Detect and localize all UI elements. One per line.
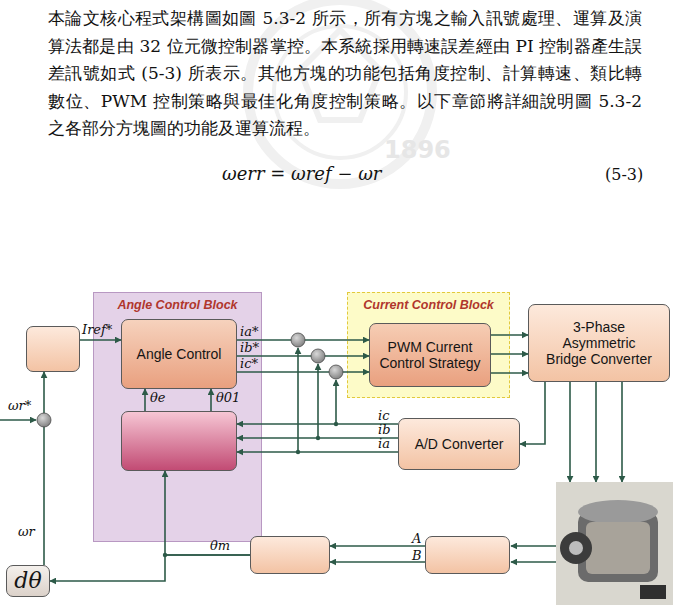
motor-end: [578, 500, 658, 524]
feedback-wire: [335, 380, 337, 424]
signal-arrow: [237, 423, 398, 425]
derivative-box: dθ: [6, 565, 50, 597]
signal-name: ib*: [240, 340, 259, 355]
encoder-wire: [511, 545, 558, 547]
signal-name: A: [412, 531, 421, 546]
process-box: Angle Control: [121, 319, 237, 389]
motor-pulley: [560, 532, 592, 564]
equation-number: (5-3): [605, 165, 643, 184]
phase-wire: [621, 382, 623, 482]
signal-name: ic: [378, 408, 389, 423]
node-text: Angle Control Block: [94, 298, 261, 312]
signal-name: ωr: [18, 524, 35, 539]
reference-wire: [0, 419, 36, 421]
phase-wire: [569, 382, 571, 482]
signal-name: θe: [150, 390, 166, 405]
signal-name: B: [412, 548, 422, 563]
feedback-wire: [297, 348, 299, 452]
signal-name: ωr*: [8, 398, 31, 413]
signal-arrow: [237, 437, 398, 439]
watermark-text: 1896: [384, 136, 451, 164]
process-box: PWM Current Control Strategy: [369, 323, 491, 387]
summing-junction: [311, 349, 325, 363]
signal-arrow: [237, 371, 369, 373]
summing-junction: [329, 365, 343, 379]
signal-arrow: [43, 372, 45, 565]
summing-junction: [291, 333, 305, 347]
encoder-wire: [511, 561, 558, 563]
signal-name: ic*: [240, 356, 258, 371]
signal-arrow: [237, 451, 398, 453]
controller-box: [26, 326, 80, 372]
encoder-box: [250, 536, 330, 574]
converter-box: 3-Phase Asymmetric Bridge Converter: [528, 304, 670, 382]
process-box: [121, 411, 237, 471]
signal-name: ib: [378, 422, 390, 437]
control-block: Angle Control BlockAngle Control: [93, 292, 262, 542]
signal-arrow: [491, 353, 528, 355]
summing-junction: [37, 413, 51, 427]
signal-arrow: [80, 339, 121, 341]
signal-arrow: [50, 555, 250, 581]
signal-arrow: [210, 389, 212, 411]
encoder-box: [425, 536, 510, 574]
motor-connector: [640, 585, 666, 599]
feedback-wire: [317, 364, 319, 438]
equation: ωerr = ωref − ωr: [222, 163, 381, 184]
signal-arrow: [144, 389, 146, 411]
signal-name: ia: [378, 436, 390, 451]
motor-shaft: [569, 541, 583, 555]
signal-arrow: [330, 545, 425, 547]
node-text: dθ: [14, 568, 41, 593]
node-text: 3-Phase Asymmetric Bridge Converter: [543, 319, 655, 367]
signal-arrow: [491, 372, 528, 374]
control-block: Current Control BlockPWM Current Control…: [347, 292, 510, 398]
signal-name: θ01: [216, 390, 240, 405]
signal-arrow: [520, 382, 545, 444]
signal-name: Iref*: [82, 322, 112, 337]
signal-name: ia*: [240, 324, 258, 339]
node-text: Angle Control: [137, 346, 222, 362]
node-text: A/D Converter: [415, 436, 504, 452]
photo-background: [556, 482, 673, 605]
node-text: Current Control Block: [348, 298, 509, 312]
signal-arrow: [330, 561, 425, 563]
body-paragraph: 本論文核心程式架構圖如圖 5.3-2 所示，所有方塊之輸入訊號處理、運算及演算法…: [48, 5, 642, 143]
motor-winding: [586, 522, 650, 574]
signal-arrow: [491, 334, 528, 336]
phase-wire: [595, 382, 597, 482]
signal-name: θm: [210, 538, 230, 553]
node-text: PWM Current Control Strategy: [375, 339, 485, 371]
converter-box: A/D Converter: [398, 418, 520, 470]
motor-photo: [556, 482, 673, 605]
